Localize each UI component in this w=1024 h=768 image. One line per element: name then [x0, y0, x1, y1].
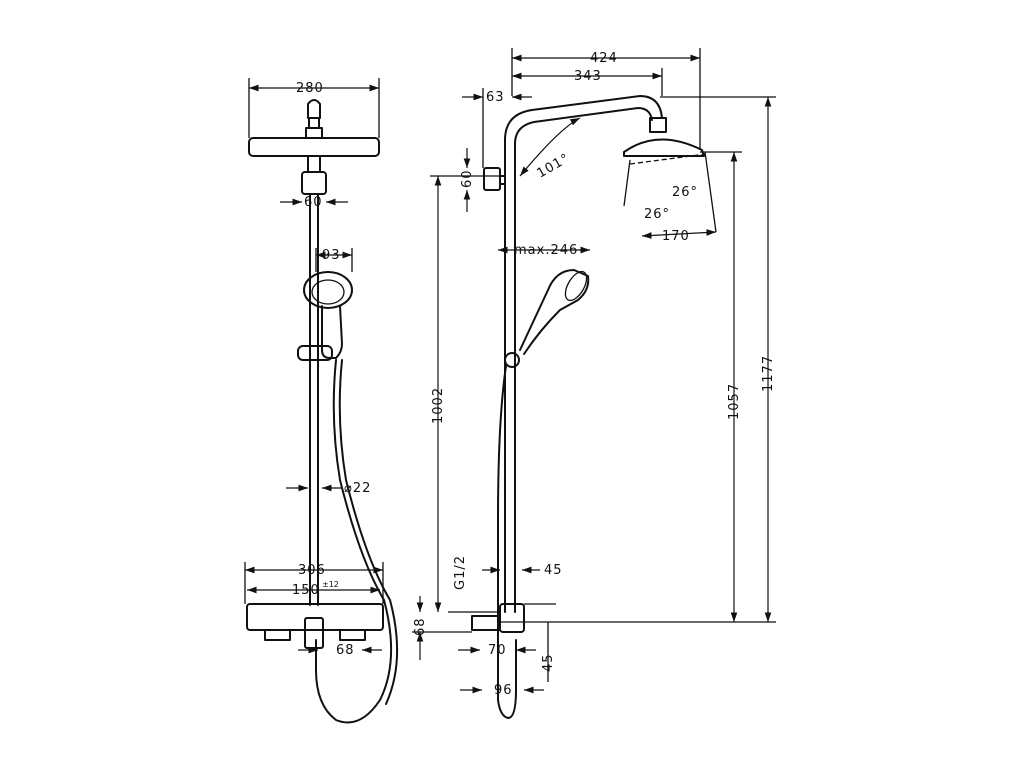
front-hand-shower — [297, 271, 353, 361]
front-hose — [315, 359, 393, 724]
dim-front-width-head: 280 — [296, 81, 324, 96]
dim-side-outlet-depth: 70 — [488, 643, 507, 658]
side-thermostat — [499, 603, 525, 633]
dim-side-outlet-below: 45 — [541, 653, 556, 672]
dim-front-width-holder: 60 — [304, 195, 323, 210]
dim-side-wall-offset: 63 — [486, 90, 505, 105]
dim-front-connection-spacing: 150 — [292, 583, 320, 598]
dim-side-head-tilt-right: 26° — [672, 185, 698, 200]
side-hand-shower — [504, 269, 590, 368]
side-riser-arm — [504, 95, 663, 613]
side-hose — [496, 365, 517, 719]
dim-side-bracket-height: 60 — [460, 169, 475, 188]
dim-side-height-total: 1177 — [761, 355, 776, 392]
dim-side-outlet-height: 68 — [413, 617, 428, 636]
dim-side-bar-offset: 45 — [544, 563, 563, 578]
dim-front-connection-tolerance: ±12 — [322, 580, 339, 589]
dim-front-hose: ⌀22 — [344, 481, 371, 496]
side-overhead-shower — [623, 117, 707, 165]
dim-front-handshower: 93 — [322, 248, 341, 263]
dim-side-head-tilt-left: 26° — [644, 207, 670, 222]
dim-side-height-bracket: 1002 — [431, 387, 446, 424]
front-riser-pipe — [301, 155, 327, 606]
dim-side-arm-angle: 101° — [535, 151, 573, 182]
front-view — [244, 78, 399, 724]
dim-side-max-reach: max.246 — [514, 243, 578, 258]
dim-side-height-head: 1057 — [727, 383, 742, 420]
dim-side-projection-total: 424 — [590, 51, 618, 66]
front-overhead-shower — [248, 99, 380, 157]
side-view — [412, 48, 776, 719]
dim-side-projection-head: 343 — [574, 69, 602, 84]
front-thermostat — [246, 603, 384, 649]
dim-side-head-width: 170 — [662, 229, 690, 244]
side-dimensions — [412, 48, 776, 694]
dim-side-thread: G1/2 — [453, 555, 468, 590]
side-wall-bracket — [483, 167, 501, 191]
dim-front-outlet-offset: 68 — [336, 643, 355, 658]
dim-front-width-thermostat: 306 — [298, 563, 326, 578]
dim-side-thermostat-depth: 96 — [494, 683, 513, 698]
front-dimensions — [244, 78, 384, 654]
